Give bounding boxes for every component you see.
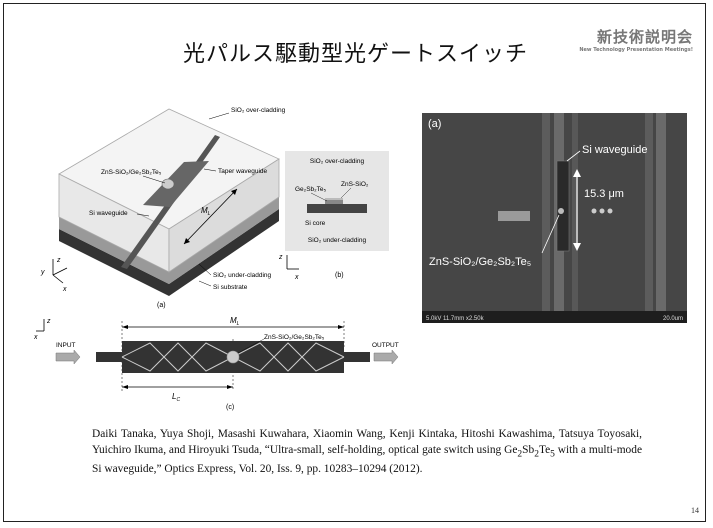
ml-c-label: ML [230, 316, 240, 327]
axis-y-label: y [40, 269, 45, 276]
label-c-pcm: ZnS-SiO₂/Ge₂Sb₂Te₅ [264, 334, 325, 341]
input-waveguide [96, 352, 122, 362]
axis-y-line [52, 267, 68, 276]
ml-arrow-end [231, 189, 237, 195]
brand-main-text: 新技術説明会 [596, 28, 693, 46]
leader-b-zns [340, 187, 352, 199]
leader-siwg [136, 213, 150, 217]
sem-stripe-1 [542, 113, 550, 313]
sem-dim-arrow-top [573, 169, 581, 177]
slide-title: 光パルス駆動型光ゲートスイッチ [182, 42, 528, 67]
sem-info-right: 20.0um [663, 316, 683, 322]
axis-z-label: z [56, 257, 61, 264]
sem-waveguide-body [556, 160, 570, 252]
leader-taper [203, 168, 217, 172]
axis-c-x-label: x [34, 334, 38, 341]
leader-b-gst [310, 192, 328, 202]
substrate-layer [59, 209, 279, 296]
lc-arrow-start [122, 385, 128, 389]
label-b-core: Si core [305, 220, 326, 227]
label-taper: Taper waveguide [218, 168, 268, 175]
sem-leader-siwg [566, 150, 581, 162]
figure-c-caption: (c) [226, 404, 234, 411]
axis-x-line [52, 274, 64, 284]
label-b-gst: Ge₂Sb₂Te₅ [295, 186, 327, 193]
brand-logo: 新技術説明会 New Technology Presentation Meeti… [579, 26, 693, 53]
lc-label: LC [172, 392, 180, 403]
label-output: OUTPUT [372, 342, 399, 349]
label-pcm: ZnS-SiO₂/Ge₂Sb₂Te₅ [101, 169, 162, 176]
sem-pcm-dot [558, 208, 564, 214]
sem-stripe-4 [645, 113, 653, 313]
sem-info-bar [422, 311, 687, 323]
over-cladding-right-face [168, 158, 280, 273]
pcm-c-cell [226, 350, 240, 364]
label-b-under: SiO₂ under-cladding [308, 237, 367, 244]
chem-sb: Sb [522, 443, 535, 456]
chem-ge-n: 2 [517, 448, 523, 459]
sem-stripe-5 [656, 113, 666, 313]
si-core-rect [307, 204, 367, 213]
zns-rect [325, 198, 343, 200]
sem-leader-pcm [541, 214, 560, 254]
slide: 光パルス駆動型光ゲートスイッチ 新技術説明会 New Technology Pr… [3, 3, 706, 522]
axis-b-z-label: z [278, 254, 283, 261]
figure-a-device-3d: ML SiO₂ over-cladding ZnS-SiO₂/Ge₂Sb₂Te₅… [40, 107, 286, 309]
label-substrate: Si substrate [213, 284, 248, 291]
input-arrow-icon [55, 349, 81, 365]
axis-b-x-label: x [294, 274, 299, 281]
leader-pcm [142, 175, 166, 184]
axis-x-label: x [62, 286, 67, 293]
label-input: INPUT [56, 342, 76, 349]
sem-dim-arrow-bottom [573, 243, 581, 251]
sem-gst-pad [498, 211, 530, 221]
axis-c-z-label: z [46, 318, 51, 325]
sem-dot-1 [591, 208, 597, 214]
ml-c-arrow-end [338, 325, 344, 329]
sem-dot-2 [599, 208, 605, 214]
sem-micrograph: Si waveguide 15.3 μm ZnS-SiO₂/Ge₂Sb₂Te₅ … [422, 113, 687, 323]
lc-arrow-end [227, 385, 233, 389]
sem-panel-label: (a) [428, 118, 441, 130]
under-cladding-layer [59, 197, 279, 284]
label-si-waveguide: Si waveguide [89, 210, 128, 217]
chem-sb-n: 2 [534, 448, 539, 459]
brand-sub-text: New Technology Presentation Meetings! [579, 47, 693, 53]
label-b-over: SiO₂ over-cladding [310, 158, 365, 165]
leader-c-pcm [237, 338, 265, 354]
ml-label: ML [201, 206, 211, 217]
chem-te: Te [538, 443, 551, 456]
output-waveguide [344, 352, 370, 362]
chem-ge: Ge [504, 443, 518, 456]
figure-b-cross-section: SiO₂ over-cladding Ge₂Sb₂Te₅ ZnS-SiO₂ Si… [278, 151, 389, 281]
output-arrow-icon [373, 349, 399, 365]
figure-b-caption: (b) [335, 272, 344, 279]
figure-a-caption: (a) [157, 302, 166, 309]
leader-over [208, 112, 230, 120]
chem-te-n: 5 [550, 448, 555, 459]
figure-c-top-view: z x ML ZnS-SiO₂/Ge₂Sb₂Te₅ INPUT OUTPUT L… [34, 316, 399, 411]
leader-under [198, 263, 212, 276]
sem-stripe-3 [572, 113, 578, 313]
reference-part-1: Daiki Tanaka, Yuya Shoji, Masashi Kuwaha… [92, 428, 642, 456]
label-b-zns: ZnS-SiO₂ [341, 181, 369, 188]
ml-c-arrow-start [122, 325, 128, 329]
label-under-cladding: SiO₂ under-cladding [213, 272, 272, 279]
taper-waveguide-shape [143, 161, 209, 207]
reference-citation: Daiki Tanaka, Yuya Shoji, Masashi Kuwaha… [92, 427, 642, 478]
sem-label-siwg: Si waveguide [582, 144, 647, 156]
ml-dimension-line [183, 188, 238, 245]
label-over-cladding: SiO₂ over-cladding [231, 107, 286, 114]
sem-info-left: 5.0kV 11.7mm x2.50k [426, 316, 485, 322]
page-number: 14 [691, 506, 699, 515]
leader-substrate [198, 280, 212, 287]
reference-part-2: with a multi-mode Si waveguide,” Optics … [92, 443, 643, 476]
gst-rect [325, 200, 343, 204]
pcm-cell [161, 178, 175, 190]
ml-arrow-start [184, 238, 190, 244]
sem-dot-3 [607, 208, 613, 214]
sem-label-dim: 15.3 μm [584, 188, 624, 200]
sem-label-pcm: ZnS-SiO₂/Ge₂Sb₂Te₅ [429, 256, 531, 268]
